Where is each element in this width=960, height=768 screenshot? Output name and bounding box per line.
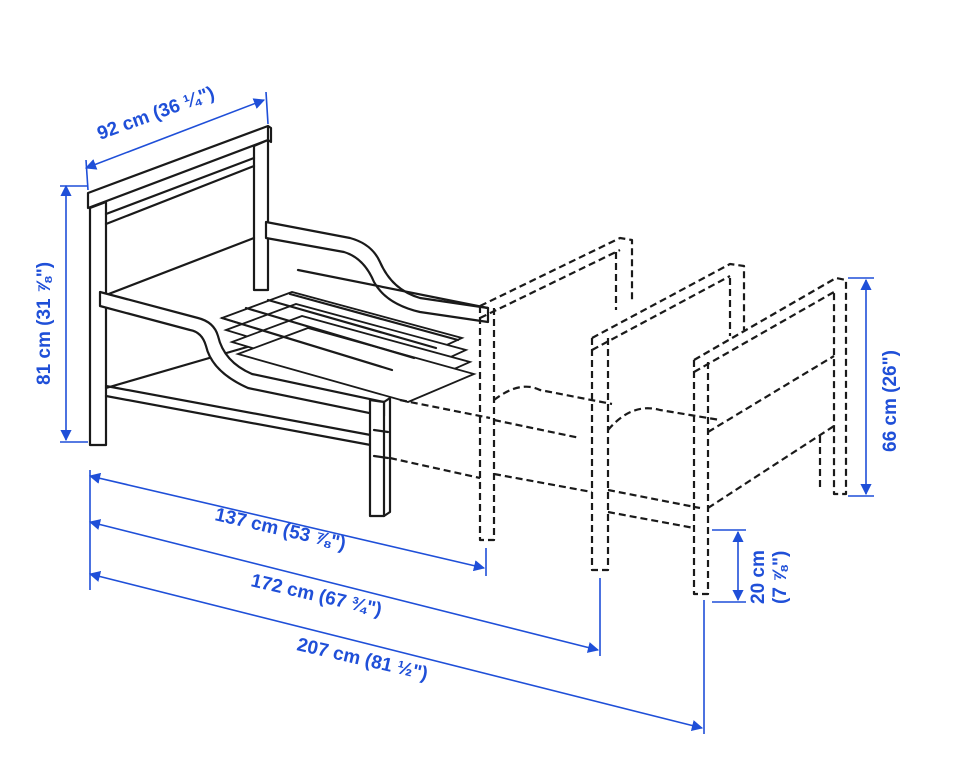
dimension-length-207: 207 cm (81 ½") — [88, 571, 705, 734]
dimension-height: 81 cm (31 ⅞") — [34, 184, 88, 443]
slat-deck — [219, 291, 477, 403]
far-side-rail — [264, 220, 490, 324]
clearance-label-line2: (7 ⅞") — [770, 551, 791, 604]
footboard-height-label: 66 cm (26") — [880, 350, 901, 452]
height-label: 81 cm (31 ⅞") — [34, 262, 55, 385]
clearance-label-line1: 20 cm — [748, 550, 769, 604]
dimension-footboard-height: 66 cm (26") — [848, 277, 901, 497]
dimension-clearance: 20 cm (7 ⅞") — [712, 529, 791, 604]
foot-post — [368, 396, 392, 518]
footboard — [607, 276, 848, 596]
extension-section-1 — [389, 236, 634, 542]
width-label: 92 cm (36 ¼") — [95, 83, 218, 145]
length-mid-label: 172 cm (67 ¾") — [249, 570, 384, 621]
near-side-rail — [98, 290, 386, 448]
length-short-label: 137 cm (53 ⅞") — [213, 504, 348, 555]
extension-section-2 — [493, 262, 746, 572]
bed-drawing — [86, 124, 848, 596]
dimension-annotations: 92 cm (36 ¼") 81 cm (31 ⅞") 137 cm (53 ⅞… — [34, 83, 901, 734]
